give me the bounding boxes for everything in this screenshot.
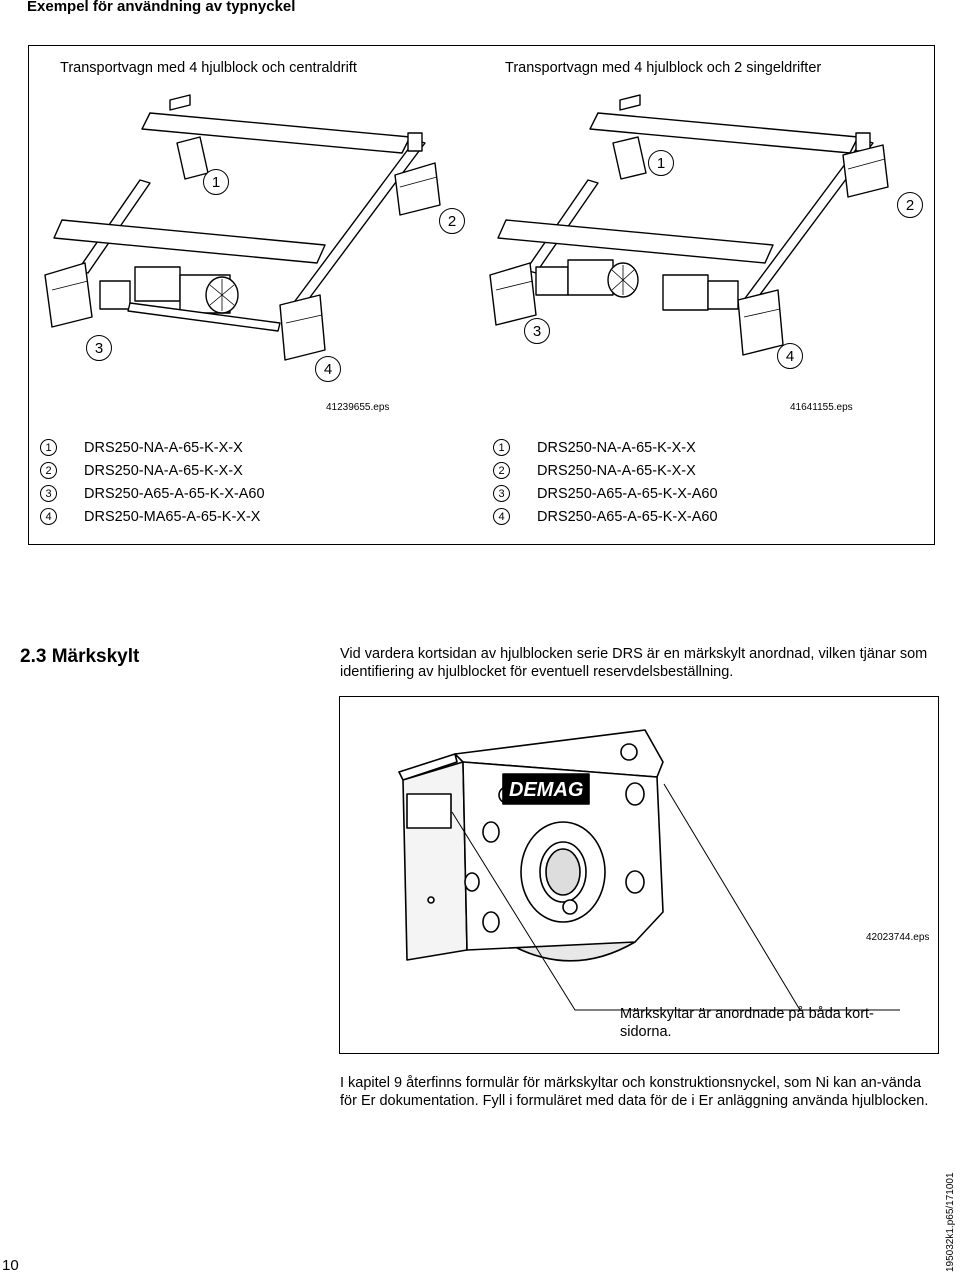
list-item: 2 DRS250-NA-A-65-K-X-X bbox=[493, 459, 718, 482]
left-file-ref: 41239655.eps bbox=[326, 402, 390, 413]
list-number-badge: 1 bbox=[493, 439, 510, 456]
left-caption: Transportvagn med 4 hjulblock och centra… bbox=[60, 60, 357, 76]
page-heading: Exempel för användning av typnyckel bbox=[27, 0, 296, 15]
left-callout-3: 3 bbox=[86, 335, 112, 361]
list-number-badge: 2 bbox=[493, 462, 510, 479]
right-callout-1: 1 bbox=[648, 150, 674, 176]
section-outro: I kapitel 9 återfinns formulär för märks… bbox=[340, 1075, 929, 1109]
list-number-badge: 4 bbox=[40, 508, 57, 525]
left-callout-2: 2 bbox=[439, 208, 465, 234]
part-code: DRS250-A65-A-65-K-X-A60 bbox=[84, 485, 265, 502]
page-number: 10 bbox=[2, 1257, 19, 1274]
brand-logo: DEMAG bbox=[509, 779, 583, 801]
part-code: DRS250-NA-A-65-K-X-X bbox=[537, 462, 696, 479]
right-cart-drawing bbox=[489, 94, 889, 356]
part-code: DRS250-MA65-A-65-K-X-X bbox=[84, 508, 261, 525]
right-caption: Transportvagn med 4 hjulblock och 2 sing… bbox=[505, 60, 822, 76]
list-number-badge: 3 bbox=[493, 485, 510, 502]
left-cart-drawing bbox=[44, 94, 441, 361]
list-item: 3 DRS250-A65-A-65-K-X-A60 bbox=[40, 482, 265, 505]
wheel-block-drawing: DEMAG bbox=[398, 729, 664, 962]
section-title: 2.3 Märkskylt bbox=[20, 646, 140, 667]
examples-frame bbox=[28, 45, 935, 545]
list-number-badge: 4 bbox=[493, 508, 510, 525]
list-number-badge: 2 bbox=[40, 462, 57, 479]
list-item: 2 DRS250-NA-A-65-K-X-X bbox=[40, 459, 265, 482]
left-callout-4: 4 bbox=[315, 356, 341, 382]
right-callout-2: 2 bbox=[897, 192, 923, 218]
part-code: DRS250-NA-A-65-K-X-X bbox=[537, 439, 696, 456]
part-code: DRS250-NA-A-65-K-X-X bbox=[84, 462, 243, 479]
part-code: DRS250-A65-A-65-K-X-A60 bbox=[537, 485, 718, 502]
list-item: 4 DRS250-MA65-A-65-K-X-X bbox=[40, 505, 265, 528]
list-number-badge: 3 bbox=[40, 485, 57, 502]
list-item: 4 DRS250-A65-A-65-K-X-A60 bbox=[493, 505, 718, 528]
right-file-ref: 41641155.eps bbox=[790, 402, 853, 413]
list-item: 1 DRS250-NA-A-65-K-X-X bbox=[40, 436, 265, 459]
list-number-badge: 1 bbox=[40, 439, 57, 456]
right-callout-4: 4 bbox=[777, 343, 803, 369]
figure-frame bbox=[339, 696, 939, 1054]
document-id: 195032k1.p65/171001 bbox=[945, 1172, 956, 1272]
list-item: 1 DRS250-NA-A-65-K-X-X bbox=[493, 436, 718, 459]
left-callout-1: 1 bbox=[203, 169, 229, 195]
list-item: 3 DRS250-A65-A-65-K-X-A60 bbox=[493, 482, 718, 505]
figure-caption: Märkskyltar är anordnade på båda kort-si… bbox=[620, 1006, 874, 1040]
right-callout-3: 3 bbox=[524, 318, 550, 344]
part-code: DRS250-A65-A-65-K-X-A60 bbox=[537, 508, 718, 525]
figure-file-ref: 42023744.eps bbox=[866, 932, 930, 943]
part-code: DRS250-NA-A-65-K-X-X bbox=[84, 439, 243, 456]
section-intro: Vid vardera kortsidan av hjulblocken ser… bbox=[340, 646, 928, 680]
